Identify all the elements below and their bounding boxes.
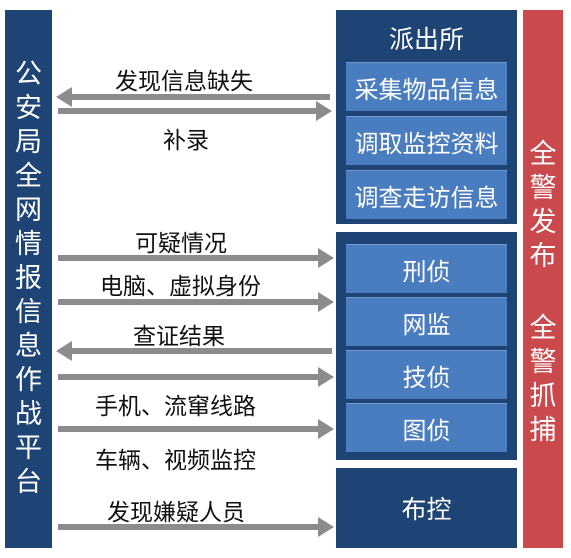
left-column-char: 信: [15, 297, 42, 328]
right-column-char: 布: [529, 241, 557, 272]
flow-arrow-line: [58, 524, 320, 530]
left-column-char: 安: [15, 93, 42, 124]
right-column-char: 发: [529, 207, 557, 238]
flow-label: 车辆、视频监控: [95, 448, 256, 474]
right-column-char: 全: [529, 313, 557, 344]
arrow-right-icon: [318, 248, 334, 268]
right-group-capture: 全 警 抓 捕: [523, 312, 563, 448]
left-column-char: 战: [15, 399, 42, 430]
departments-panel: 刑侦 网监 技侦 图侦: [336, 232, 517, 460]
arrow-right-icon: [316, 101, 332, 121]
flow-arrow-line: [58, 426, 320, 432]
right-column-char: 警: [529, 173, 557, 204]
flow-label: 手机、流窜线路: [95, 394, 256, 420]
flow-arrow-line: [70, 94, 330, 100]
arrow-right-icon: [318, 292, 334, 312]
flow-arrow-line: [70, 348, 332, 354]
right-column-char: 抓: [529, 381, 557, 412]
right-column-char: 全: [529, 139, 557, 170]
flow-arrow-line: [58, 299, 320, 305]
right-column-char: 捕: [529, 415, 557, 446]
flow-label: 查证结果: [133, 324, 225, 350]
right-column-char: 警: [529, 347, 557, 378]
left-column-char: 公: [15, 59, 42, 90]
flow-arrow-line: [58, 108, 318, 114]
flow-arrow-line: [58, 374, 320, 380]
left-column-char: 台: [15, 467, 42, 498]
arrow-right-icon: [318, 419, 334, 439]
right-column-alert: 全 警 发 布 全 警 抓 捕: [523, 10, 563, 548]
flow-label: 补录: [163, 128, 209, 154]
arrow-right-icon: [318, 517, 334, 537]
right-group-broadcast: 全 警 发 布: [523, 138, 563, 274]
left-column-char: 平: [15, 433, 42, 464]
police-station-item: 调查走访信息: [346, 170, 507, 219]
left-column-char: 全: [15, 161, 42, 192]
flow-arrow-line: [58, 255, 320, 261]
flow-label: 发现嫌疑人员: [107, 500, 245, 526]
left-column-char: 情: [15, 229, 42, 260]
control-panel: 布控: [336, 468, 517, 548]
flow-label: 发现信息缺失: [115, 69, 253, 95]
arrow-right-icon: [318, 367, 334, 387]
department-item: 网监: [346, 297, 507, 346]
department-item: 刑侦: [346, 244, 507, 293]
department-item: 图侦: [346, 403, 507, 452]
left-column-platform: 公 安 局 全 网 情 报 信 息 作 战 平 台: [5, 10, 52, 548]
left-column-char: 作: [15, 365, 42, 396]
left-column-char: 局: [15, 127, 42, 158]
arrow-left-icon: [56, 341, 72, 361]
control-title: 布控: [401, 495, 452, 524]
left-column-char: 报: [15, 263, 42, 294]
arrow-left-icon: [56, 87, 72, 107]
department-item: 技侦: [346, 350, 507, 399]
police-station-panel: 派出所 采集物品信息 调取监控资料 调查走访信息: [336, 10, 517, 224]
police-station-item: 调取监控资料: [346, 116, 507, 165]
flow-label: 电脑、虚拟身份: [100, 274, 261, 300]
police-station-item: 采集物品信息: [346, 62, 507, 111]
left-column-char: 网: [15, 195, 42, 226]
left-column-char: 息: [15, 331, 42, 362]
flow-label: 可疑情况: [135, 231, 227, 257]
police-station-title: 派出所: [388, 25, 464, 54]
